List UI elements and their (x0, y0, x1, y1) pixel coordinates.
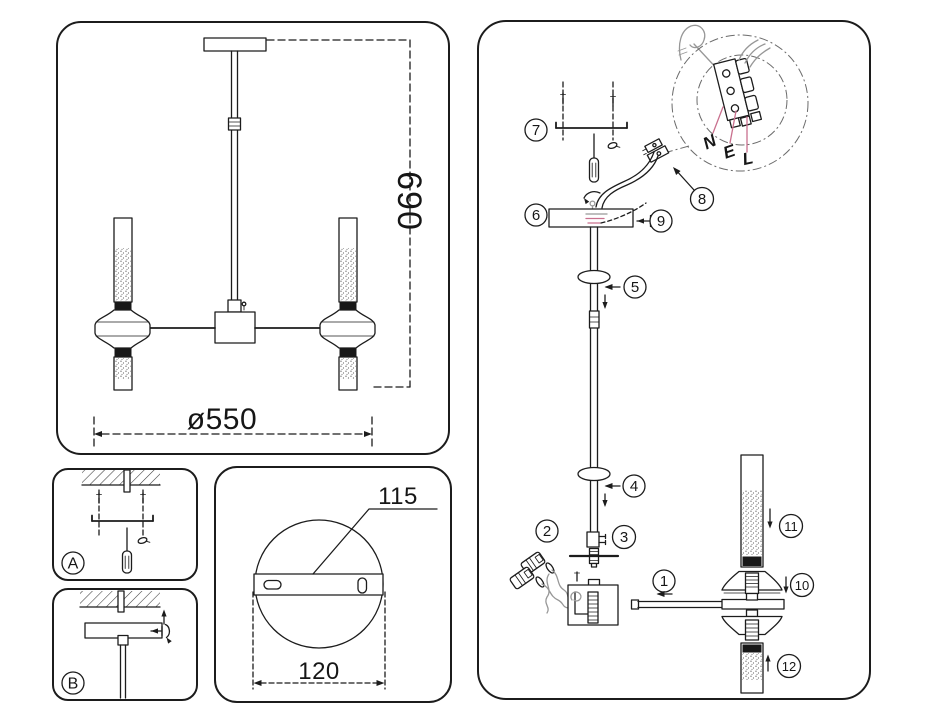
panel-canopy-dimensions: 115 120 (214, 466, 452, 703)
arm-hub-bar (721, 598, 785, 610)
svg-text:12: 12 (782, 659, 796, 674)
diameter-dimension: ø550 (93, 403, 373, 450)
svg-text:1: 1 (660, 573, 668, 590)
svg-text:11: 11 (784, 519, 798, 534)
step-a-label: A (61, 551, 85, 575)
base-dimension: 120 (252, 591, 386, 690)
chandelier-front-view (94, 37, 376, 391)
svg-text:8: 8 (698, 191, 706, 208)
right-lamp-assembly (319, 217, 376, 391)
part-label-9: 9 (649, 209, 673, 233)
hanger-rod (123, 469, 131, 493)
bracket-dimension-text: 115 (378, 483, 418, 510)
part-label-8: 8 (673, 167, 715, 212)
glass-tube-lower (740, 642, 764, 694)
part-label-10: 10 (783, 572, 815, 598)
step-b-label: B (61, 671, 85, 695)
canopy-group: 6 9 (524, 151, 673, 233)
screw-icon (137, 537, 151, 544)
ceiling-hatch (82, 470, 160, 485)
side-screw-icon (150, 623, 172, 644)
svg-text:3: 3 (620, 529, 628, 546)
diameter-dimension-text: ø550 (187, 403, 257, 436)
part-label-11: 11 (767, 508, 804, 539)
base-dimension-text: 120 (298, 658, 340, 685)
part-label-1: 1 (652, 569, 676, 597)
svg-text:9: 9 (657, 213, 665, 230)
screwdriver-icon (121, 527, 133, 574)
height-dimension: 690 (266, 39, 428, 388)
stem-rod (227, 50, 247, 313)
body-crossbar (568, 547, 620, 568)
rod-end-fitting (586, 531, 607, 548)
mounting-bracket (91, 514, 154, 522)
svg-text:7: 7 (532, 122, 540, 139)
center-body (214, 311, 256, 344)
wire-connector (642, 138, 670, 163)
bracket-install-group: 7 (524, 81, 628, 183)
height-dimension-text: 690 (390, 171, 428, 231)
svg-text:2: 2 (543, 523, 551, 540)
bracket-slot-right (357, 577, 368, 594)
svg-text:B: B (68, 676, 79, 693)
screwdriver-icon (588, 133, 600, 183)
part-label-7: 7 (524, 118, 548, 142)
ring-upper (577, 269, 621, 309)
svg-text:A: A (68, 556, 79, 573)
part-label-3: 3 (611, 524, 637, 550)
svg-text:10: 10 (795, 578, 809, 593)
lamp-sockets-group (509, 551, 573, 614)
upper-finial (721, 570, 783, 601)
glass-tube-upper (740, 454, 764, 568)
mounting-screws (96, 489, 146, 539)
panel-step-a: A (52, 468, 198, 581)
hanger-rod (117, 590, 125, 613)
slide-up-arrow (161, 609, 167, 625)
mounting-bracket-top-view (253, 573, 384, 596)
panel-step-b: B (52, 588, 198, 701)
part-label-12: 12 (765, 653, 802, 679)
ceiling-plate (203, 37, 267, 52)
panel-overall-dimensions: 690 ø550 (56, 21, 450, 455)
arm-group: 1 (630, 454, 815, 694)
svg-text:6: 6 (532, 207, 540, 224)
bracket-dimension: 115 (312, 483, 438, 575)
panel-frame (52, 468, 198, 581)
panel-frame (477, 20, 871, 700)
stem-joint (117, 634, 129, 646)
svg-text:5: 5 (631, 279, 639, 296)
svg-text:4: 4 (630, 478, 638, 495)
stem-rod (119, 644, 127, 699)
lower-finial (721, 609, 783, 641)
wiring-detail-bubble: N E L (663, 34, 809, 172)
part-label-6: 6 (524, 203, 548, 227)
center-body (567, 571, 619, 626)
ring-lower (577, 466, 621, 507)
left-lamp-assembly (94, 217, 151, 391)
terminal-l-label: L (741, 148, 755, 169)
part-label-2: 2 (535, 519, 559, 543)
panel-assembly-exploded: 7 (477, 20, 871, 700)
part-label-4: 4 (622, 474, 646, 498)
part-label-5: 5 (623, 275, 647, 299)
screw-icon (607, 142, 621, 149)
bracket-slot-left (263, 579, 282, 590)
